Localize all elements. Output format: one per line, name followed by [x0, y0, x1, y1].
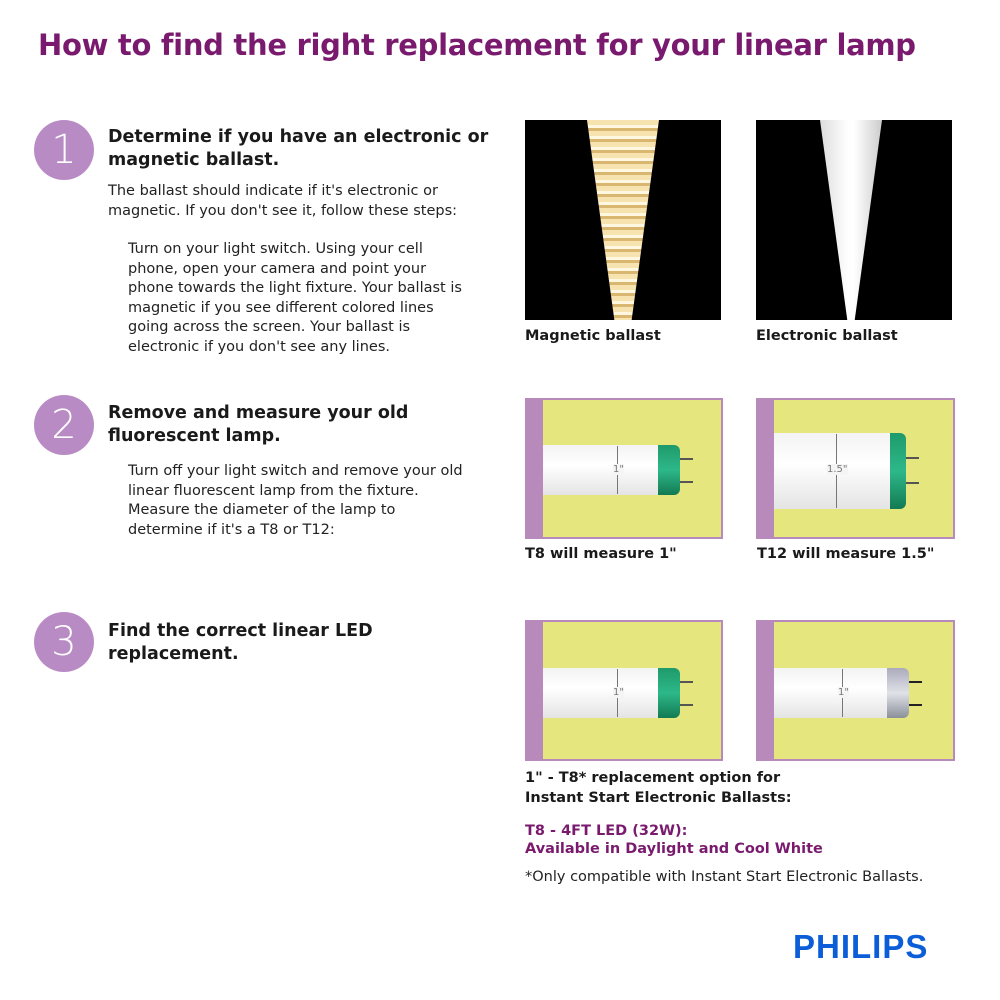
step-3-number: 3: [34, 612, 94, 672]
step-1-intro: The ballast should indicate if it's elec…: [108, 183, 458, 219]
t8-measure-label: 1": [613, 464, 624, 475]
step-1-detail: Turn on your light switch. Using your ce…: [128, 241, 462, 355]
philips-logo: PHILIPS: [793, 928, 929, 965]
t12-measure-label: 1.5": [827, 464, 848, 475]
option-line-1: 1" - T8* replacement option for: [525, 770, 781, 786]
step-2-number: 2: [34, 395, 94, 455]
magnetic-ballast-caption: Magnetic ballast: [525, 328, 661, 344]
footnote: *Only compatible with Instant Start Elec…: [525, 869, 924, 885]
t8-led-measure: 1": [838, 687, 849, 698]
step-2-detail: Turn off your light switch and remove yo…: [128, 463, 463, 538]
t8-fluorescent-image: 1": [525, 620, 723, 761]
t8-fluorescent-measure: 1": [613, 687, 624, 698]
t8-led-image: 1": [756, 620, 955, 761]
step-1-heading: Determine if you have an electronic or m…: [108, 127, 489, 170]
page-title: How to find the right replacement for yo…: [38, 28, 916, 62]
step-2-heading: Remove and measure your old fluorescent …: [108, 403, 409, 446]
step-1-number: 1: [34, 120, 94, 180]
electronic-ballast-photo: [756, 120, 952, 320]
magnetic-ballast-photo: [525, 120, 721, 320]
t8-lamp-image: 1": [525, 398, 723, 539]
product-line-1: T8 - 4FT LED (32W):: [525, 823, 688, 839]
t12-caption: T12 will measure 1.5": [757, 546, 935, 562]
product-line-2: Available in Daylight and Cool White: [525, 841, 823, 857]
step-3-heading: Find the correct linear LED replacement.: [108, 621, 373, 664]
t8-caption: T8 will measure 1": [525, 546, 677, 562]
option-line-2: Instant Start Electronic Ballasts:: [525, 790, 792, 806]
electronic-ballast-caption: Electronic ballast: [756, 328, 898, 344]
t12-lamp-image: 1.5": [756, 398, 955, 539]
